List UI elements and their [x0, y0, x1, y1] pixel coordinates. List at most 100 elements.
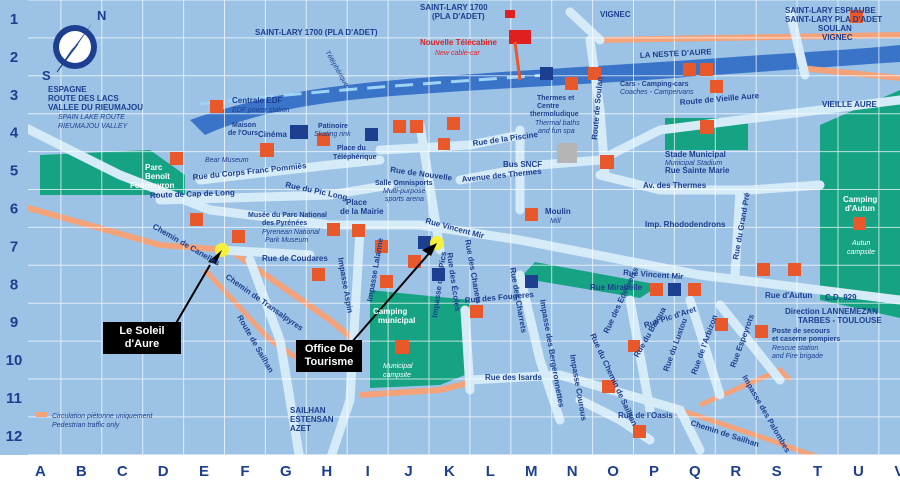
grid-col-label: T — [813, 463, 822, 480]
phone-icon-12 — [633, 425, 646, 438]
label-camping-mun-2: municipal — [378, 316, 415, 325]
grid-row-label: 2 — [10, 49, 18, 66]
label-autun-en: Autun — [851, 240, 870, 247]
label-vallee: VALLEE DU RIEUMAJOU — [48, 103, 143, 112]
grid-col-label: A — [35, 463, 46, 480]
road-mairie-south — [325, 225, 365, 465]
park-icon — [170, 152, 183, 165]
label-musee-en-2: Park Museum — [265, 237, 308, 244]
phone-icon-ne — [850, 10, 863, 23]
edf-icon — [210, 100, 223, 113]
road-place-mairie-label: Place — [346, 198, 367, 207]
road-vignec — [565, 7, 605, 45]
shop-icon — [393, 120, 406, 133]
grid-row-label: 12 — [6, 428, 23, 445]
label-estensan: ESTENSAN — [290, 415, 334, 424]
road-vieille-aure — [595, 95, 900, 165]
phone-icon-13 — [628, 340, 640, 352]
label-mun-campsite-2: campsite — [383, 372, 411, 379]
path-east — [698, 367, 792, 408]
road-isards — [465, 370, 705, 455]
road-vincent-mir-2-label: Rue Vincent Mir — [623, 268, 684, 281]
label-route-lacs: ROUTE DES LACS — [48, 94, 119, 103]
toilet-icon-2 — [410, 120, 423, 133]
label-centrale-en: EDF power station — [232, 107, 290, 114]
road-place-mairie-2-label: de la Mairie — [340, 207, 384, 216]
label-secours: Poste de secours — [772, 328, 830, 335]
grid-row-label: 7 — [10, 238, 18, 255]
label-bus: Bus SNCF — [503, 160, 542, 169]
road-thermes — [455, 155, 605, 185]
label-new-cable: New cable-car — [435, 50, 480, 57]
phone-icon-6 — [470, 305, 483, 318]
grid-row-label: 1 — [10, 11, 18, 28]
grid-col-label: O — [607, 463, 619, 480]
label-camping-autun-2: d'Autun — [845, 204, 875, 213]
label-cinema: Cinéma — [258, 130, 287, 139]
phone-icon-10 — [715, 318, 728, 331]
compass-north-label: N — [97, 8, 106, 23]
label-neste: LA NESTE D'AURE — [640, 47, 713, 60]
legend-pedestrian-swatch — [36, 412, 47, 417]
label-saint-lary-top: SAINT-LARY 1700 — [420, 3, 488, 12]
label-stade: Stade Municipal — [665, 150, 726, 159]
phone-icon-7 — [650, 283, 663, 296]
label-espagne: ESPAGNE — [48, 85, 87, 94]
grid-letter-band — [0, 455, 900, 489]
tourism-office-icon — [375, 240, 388, 253]
label-espiaube: SAINT-LARY ESPIAUBE — [785, 6, 876, 15]
label-thermes-en: Thermal baths — [535, 120, 580, 127]
grid-col-label: U — [853, 463, 864, 480]
label-salle-en-2: sports arena — [385, 196, 424, 203]
label-benoit: Benoît — [145, 172, 170, 181]
label-musee-en: Pyrenean National — [262, 229, 320, 236]
atm-icon — [327, 223, 340, 236]
label-vieille-aure: VIEILLE AURE — [822, 100, 877, 109]
label-place-tel: Place du — [337, 145, 366, 152]
grid-col-label: Q — [689, 463, 701, 480]
office-callout[interactable]: Office De Tourisme — [296, 340, 362, 372]
grid-lines — [0, 0, 900, 456]
road-corps-franc — [195, 155, 385, 185]
label-musee: Musée du Parc National — [248, 212, 327, 219]
camping-municipal-area — [370, 290, 470, 388]
telecabine-cabin-icon — [505, 10, 515, 18]
grid-col-label: E — [199, 463, 209, 480]
label-maison-ours-2: de l'Ours — [228, 130, 258, 137]
green-strip — [520, 262, 660, 298]
town-hall-icon — [352, 224, 365, 237]
road-sainte-marie-label: Rue Sainte Marie — [665, 166, 730, 175]
grid-col-label: F — [240, 463, 249, 480]
label-centrale: Centrale EDF — [232, 96, 282, 105]
grid-col-label: I — [366, 463, 370, 480]
grid-row-label: 8 — [10, 276, 18, 293]
grid-row-label: 11 — [6, 390, 22, 407]
label-thermes-3: thermoludique — [530, 111, 579, 118]
phone-icon-9 — [788, 263, 801, 276]
label-place-tel-2: Téléphérique — [333, 154, 377, 161]
label-thermes-en-2: and fun spa — [538, 128, 575, 135]
cinema-icon — [290, 125, 308, 139]
grid-col-label: V — [894, 463, 900, 480]
label-vignec: VIGNEC — [600, 10, 631, 19]
toilet-icon — [700, 63, 713, 76]
label-thermes: Thermes et — [537, 95, 575, 102]
river-neste — [190, 45, 900, 135]
grid-col-label: J — [404, 463, 412, 480]
parking-icon-3 — [418, 236, 431, 249]
telecabine-line — [513, 41, 522, 81]
phone-icon — [588, 67, 601, 80]
parking-icon-4 — [432, 268, 445, 281]
road-network — [0, 7, 900, 465]
phone-icon-11 — [602, 380, 615, 393]
label-vignec-2: VIGNEC — [822, 33, 853, 42]
pool-icon — [438, 138, 450, 150]
road-isards-label: Rue des Isards — [485, 373, 542, 382]
grid-col-label: S — [772, 463, 782, 480]
grid-col-label: R — [730, 463, 741, 480]
label-secours-en-2: and Fire brigade — [772, 353, 823, 360]
label-pedestrian: Pedestrian traffic only — [52, 422, 120, 429]
soleil-callout[interactable]: Le Soleil d'Aure — [103, 322, 181, 354]
